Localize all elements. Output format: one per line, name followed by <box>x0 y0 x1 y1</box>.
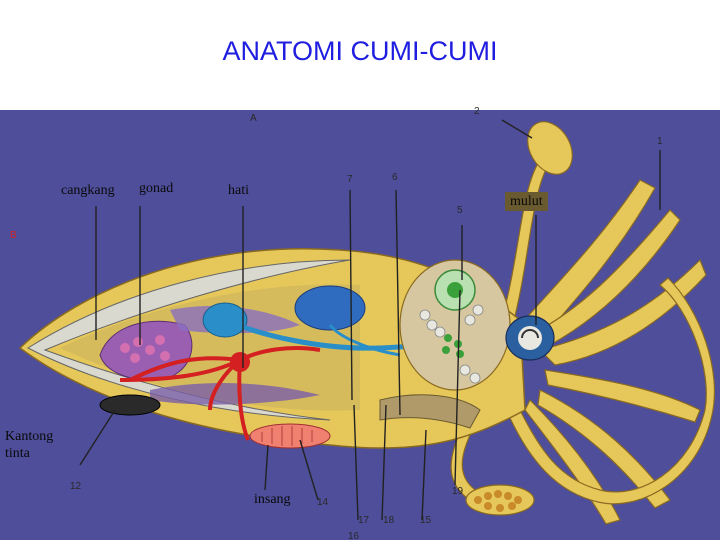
marker-1: 1 <box>657 136 663 147</box>
squid-anatomy-illustration <box>0 110 720 540</box>
label-gonad: gonad <box>134 179 179 198</box>
gill-organ <box>249 423 331 449</box>
label-cangkang: cangkang <box>56 181 120 200</box>
label-kantong-tinta: Kantong tinta <box>0 427 76 463</box>
marker-12: 12 <box>70 481 82 492</box>
ink-sac-organ <box>99 394 161 416</box>
label-hati: hati <box>223 181 254 200</box>
slide-title: ANATOMI CUMI-CUMI <box>222 36 498 66</box>
marker-14: 14 <box>317 497 329 508</box>
marker-A: A <box>250 113 257 124</box>
shell-pen <box>26 259 351 421</box>
marker-16: 16 <box>348 531 360 542</box>
marker-2: 2 <box>474 106 480 117</box>
nerve-ganglia <box>419 304 484 384</box>
marker-17: 17 <box>358 515 370 526</box>
marker-7: 7 <box>347 174 353 185</box>
marker-18: 18 <box>383 515 395 526</box>
marker-B: B <box>10 230 17 241</box>
marker-15: 15 <box>420 515 432 526</box>
marker-5: 5 <box>457 205 463 216</box>
marker-19: 19 <box>452 486 464 497</box>
label-insang: insang <box>249 490 296 509</box>
tentacle-suckers <box>474 490 522 512</box>
liver-organ <box>294 285 366 331</box>
siphon <box>379 394 481 429</box>
pointer-lines <box>79 119 661 521</box>
label-mulut: mulut <box>505 192 548 211</box>
squid-arms <box>450 121 716 525</box>
heart <box>230 352 250 372</box>
marker-6: 6 <box>392 172 398 183</box>
